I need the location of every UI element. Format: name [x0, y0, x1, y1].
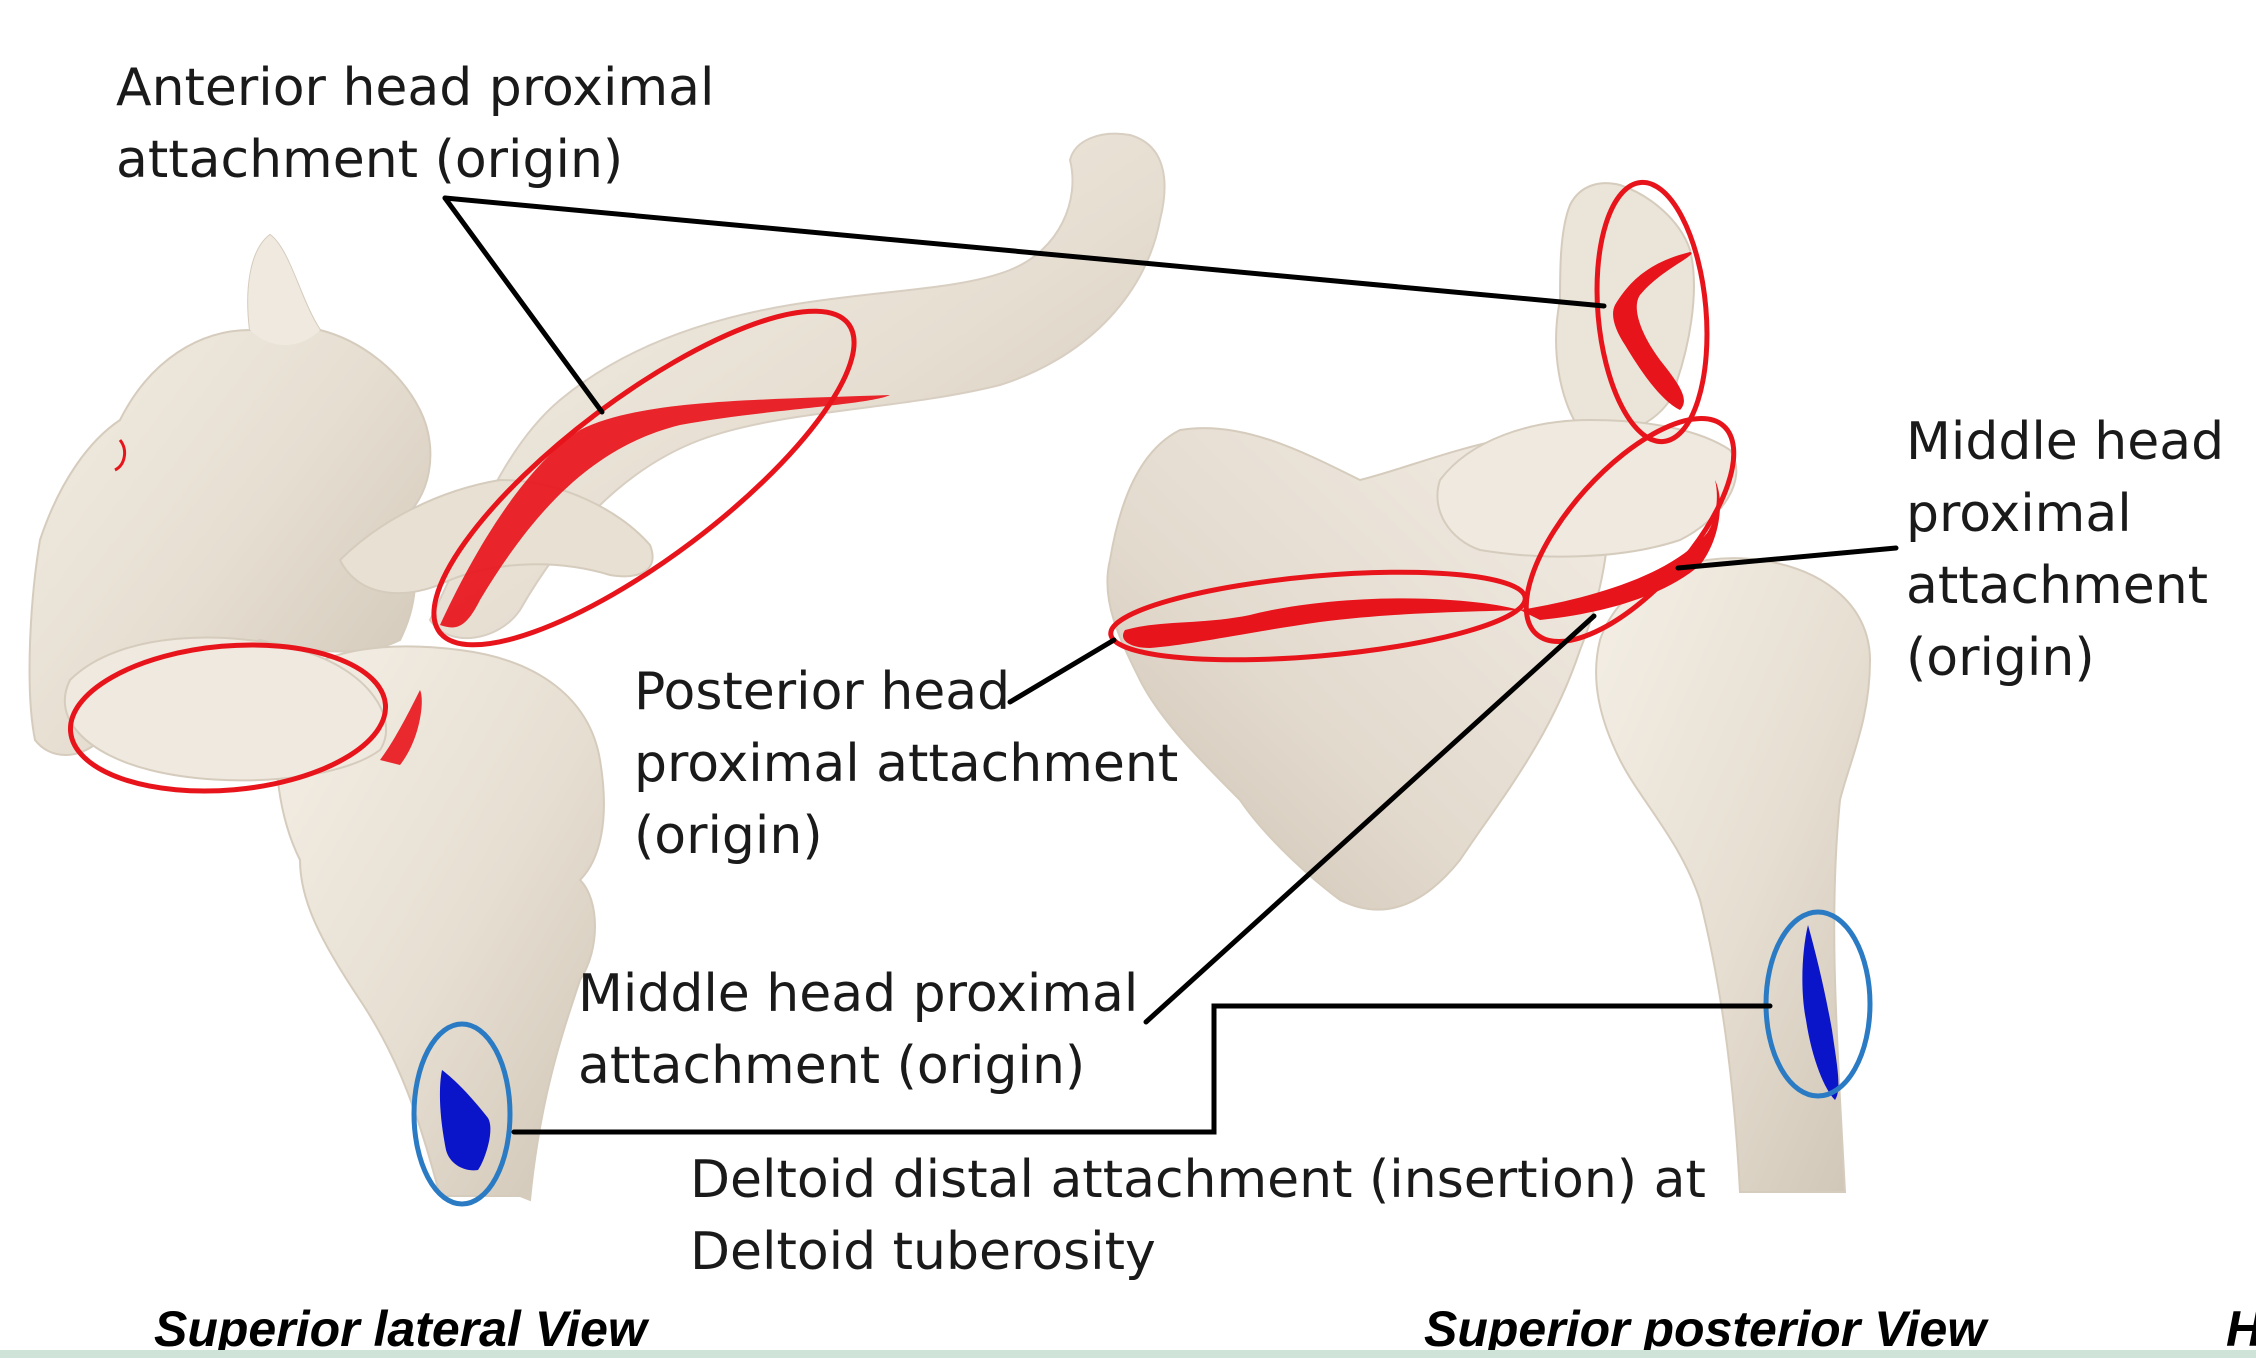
left-clavicle-bone	[428, 132, 1166, 640]
middle-leader-right	[1675, 545, 1899, 571]
anterior-origin-label: Anterior head proximal attachment (origi…	[116, 52, 714, 196]
insertion-area-right	[1802, 925, 1839, 1100]
insertion-label-line-1: Deltoid distal attachment (insertion) at	[690, 1150, 1706, 1210]
insertion-label-line-2: Deltoid tuberosity	[690, 1222, 1156, 1282]
posterior-origin-red-area	[1122, 598, 1520, 648]
middle-origin-label-right-line-1: Middle head	[1906, 412, 2225, 472]
view-title-right: Superior posterior View	[1424, 1301, 1987, 1357]
leader-lines	[442, 195, 1899, 1135]
middle-origin-label-right: Middle head proximal attachment (origin)	[1906, 406, 2224, 694]
insertion-leader	[511, 1003, 1773, 1135]
anterior-origin-red-area-right	[1613, 252, 1692, 410]
insertion-area-left	[439, 1070, 491, 1171]
anterior-leader-left	[442, 195, 605, 415]
middle-origin-label-center-line-2: attachment (origin)	[578, 1036, 1086, 1096]
insertion-circle-left	[411, 1021, 513, 1207]
middle-origin-label-right-line-2: proximal	[1906, 484, 2132, 544]
bottom-edge-bar	[0, 1350, 2256, 1358]
posterior-origin-label-line-3: (origin)	[634, 806, 823, 866]
middle-origin-circle-right	[1523, 415, 1737, 645]
anterior-origin-label-line-2: attachment (origin)	[116, 130, 624, 190]
anterior-origin-label-line-1: Anterior head proximal	[116, 58, 715, 118]
left-humerus-bone	[63, 636, 605, 1202]
middle-origin-label-center-line-1: Middle head proximal	[578, 964, 1139, 1024]
posterior-origin-label-line-1: Posterior head	[634, 662, 1011, 722]
insertion-label: Deltoid distal attachment (insertion) at…	[690, 1144, 1706, 1288]
posterior-origin-circle	[1108, 569, 1528, 663]
middle-origin-label-right-line-3: attachment	[1906, 556, 2209, 616]
anterior-leader-right	[442, 195, 1607, 309]
anterior-origin-red-area	[440, 395, 890, 628]
view-title-left: Superior lateral View	[154, 1301, 647, 1357]
anterior-origin-circle-right	[1594, 179, 1710, 445]
posterior-origin-label-line-2: proximal attachment	[634, 734, 1179, 794]
right-humerus-bone	[1595, 557, 1872, 1193]
posterior-origin-label: Posterior head proximal attachment (orig…	[634, 656, 1178, 872]
acromion-origin-red-area-left	[380, 690, 422, 765]
anterior-origin-circle-left	[431, 308, 857, 648]
view-title-cut-off: H	[2226, 1300, 2256, 1358]
middle-leader-center	[1143, 613, 1597, 1025]
acromion-origin-circle-left	[67, 642, 389, 794]
scapula-edge-red-mark	[114, 439, 127, 472]
middle-origin-red-area-right	[1520, 480, 1720, 620]
middle-origin-label-right-line-4: (origin)	[1906, 628, 2095, 688]
left-scapula-bone	[28, 233, 432, 756]
posterior-leader	[1007, 637, 1117, 705]
middle-origin-label-center: Middle head proximal attachment (origin)	[578, 958, 1138, 1102]
